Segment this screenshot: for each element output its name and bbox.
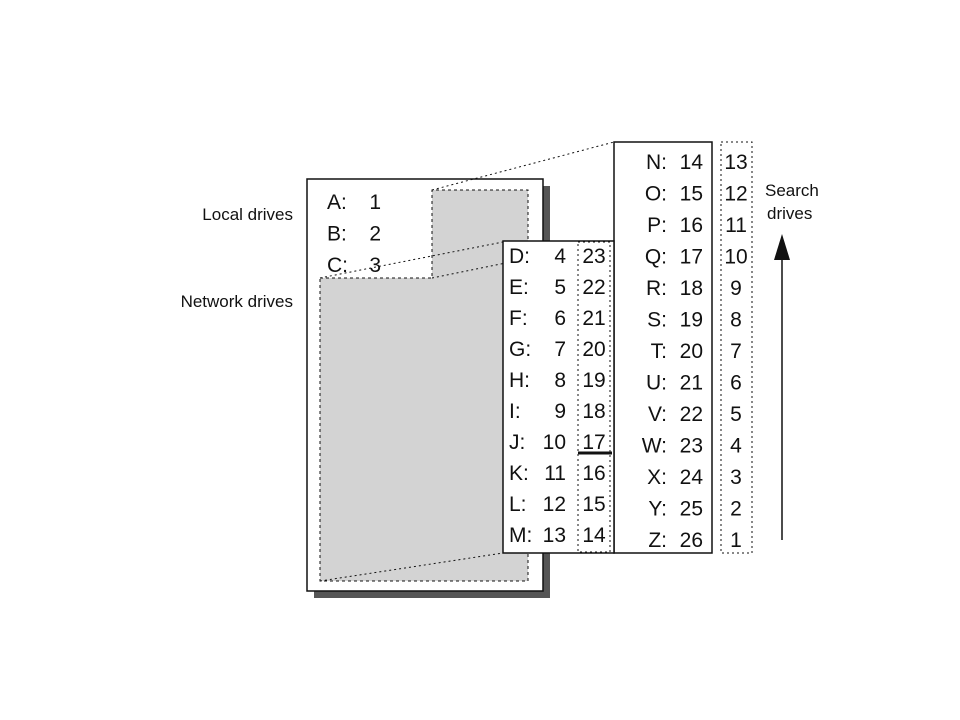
drive-letter: J: [509, 431, 525, 454]
search-number: 20 [582, 338, 605, 361]
local-drive-letter: A: [327, 191, 347, 214]
local-drive-number: 3 [369, 254, 381, 277]
search-number: 11 [725, 214, 747, 237]
drive-number: 10 [543, 431, 566, 454]
drive-number: 13 [543, 524, 566, 547]
drive-letter: Z: [648, 529, 667, 552]
drive-number: 26 [680, 529, 703, 552]
local-drive-letter: C: [327, 254, 348, 277]
drive-letter: K: [509, 462, 529, 485]
drive-letter: L: [509, 493, 527, 516]
search-number: 15 [582, 493, 605, 516]
drive-number: 24 [680, 466, 704, 489]
search-column-1 [577, 241, 611, 553]
search-number: 16 [582, 462, 605, 485]
drive-letter: M: [509, 524, 532, 547]
drive-letter: O: [645, 183, 667, 206]
drive-number: 16 [680, 214, 703, 237]
drive-letter: D: [509, 245, 530, 268]
drive-letter: F: [509, 307, 528, 330]
drive-letter: R: [646, 277, 667, 300]
panel-d-m-rows: D: 4 23E: 5 22F: 6 21G: 7 20H: 8 19I: 9 18J: 10 17K: 11… [509, 245, 606, 547]
drive-number: 19 [680, 309, 703, 332]
drive-number: 9 [554, 400, 566, 423]
search-drives-label-line1: Search [765, 181, 819, 200]
drive-number: 20 [680, 340, 703, 363]
drive-letter: N: [646, 151, 667, 174]
search-drives-label-line2: drives [767, 204, 812, 223]
search-number: 19 [582, 369, 605, 392]
search-number: 8 [730, 309, 742, 332]
drive-letter: Y: [648, 498, 667, 521]
panel-d-m [502, 240, 615, 554]
drive-letter: Q: [645, 246, 667, 269]
drive-number: 12 [543, 493, 566, 516]
local-drive-number: 1 [369, 191, 381, 214]
search-column-2 [720, 141, 753, 554]
search-number: 10 [724, 246, 747, 269]
drive-number: 21 [680, 372, 703, 395]
drive-letter: U: [646, 372, 667, 395]
drive-letter: E: [509, 276, 529, 299]
local-drives-label: Local drives [202, 205, 293, 224]
local-drive-number: 2 [369, 223, 381, 246]
local-drive-letter: B: [327, 223, 347, 246]
drive-number: 22 [680, 403, 703, 426]
search-number: 12 [724, 183, 747, 206]
drive-number: 23 [680, 435, 703, 458]
search-number: 14 [582, 524, 606, 547]
drive-letter: S: [647, 309, 667, 332]
drive-number: 17 [680, 246, 703, 269]
drive-number: 11 [544, 462, 566, 485]
search-number: 2 [730, 498, 742, 521]
drive-number: 25 [680, 498, 703, 521]
panel-n-z [613, 141, 713, 554]
search-number: 13 [724, 151, 747, 174]
search-number: 17 [582, 431, 605, 454]
search-number: 3 [730, 466, 742, 489]
search-number: 4 [730, 435, 742, 458]
drive-letter: P: [647, 214, 667, 237]
drive-letter: T: [651, 340, 667, 363]
network-drives-label: Network drives [181, 292, 293, 311]
drive-number: 4 [554, 245, 566, 268]
drive-number: 8 [554, 369, 566, 392]
search-number: 18 [582, 400, 605, 423]
search-number: 5 [730, 403, 742, 426]
drive-letter: I: [509, 400, 521, 423]
search-number: 21 [582, 307, 605, 330]
projection-lines [319, 141, 615, 582]
search-number: 1 [730, 529, 742, 552]
drive-number: 5 [554, 276, 566, 299]
drive-number: 14 [680, 151, 704, 174]
drive-letter: H: [509, 369, 530, 392]
drive-letter: W: [642, 435, 667, 458]
drive-number: 15 [680, 183, 703, 206]
search-arrow-icon [774, 234, 790, 260]
drive-letter: G: [509, 338, 531, 361]
drive-number: 7 [554, 338, 566, 361]
search-number: 23 [582, 245, 605, 268]
search-number: 6 [730, 372, 742, 395]
search-number: 7 [730, 340, 742, 363]
drive-number: 18 [680, 277, 703, 300]
drive-letter: X: [647, 466, 667, 489]
drive-letter: V: [648, 403, 667, 426]
search-number: 22 [582, 276, 605, 299]
search-number: 9 [730, 277, 742, 300]
drive-number: 6 [554, 307, 566, 330]
local-drive-rows: A: 1B: 2C: 3 [327, 191, 381, 277]
